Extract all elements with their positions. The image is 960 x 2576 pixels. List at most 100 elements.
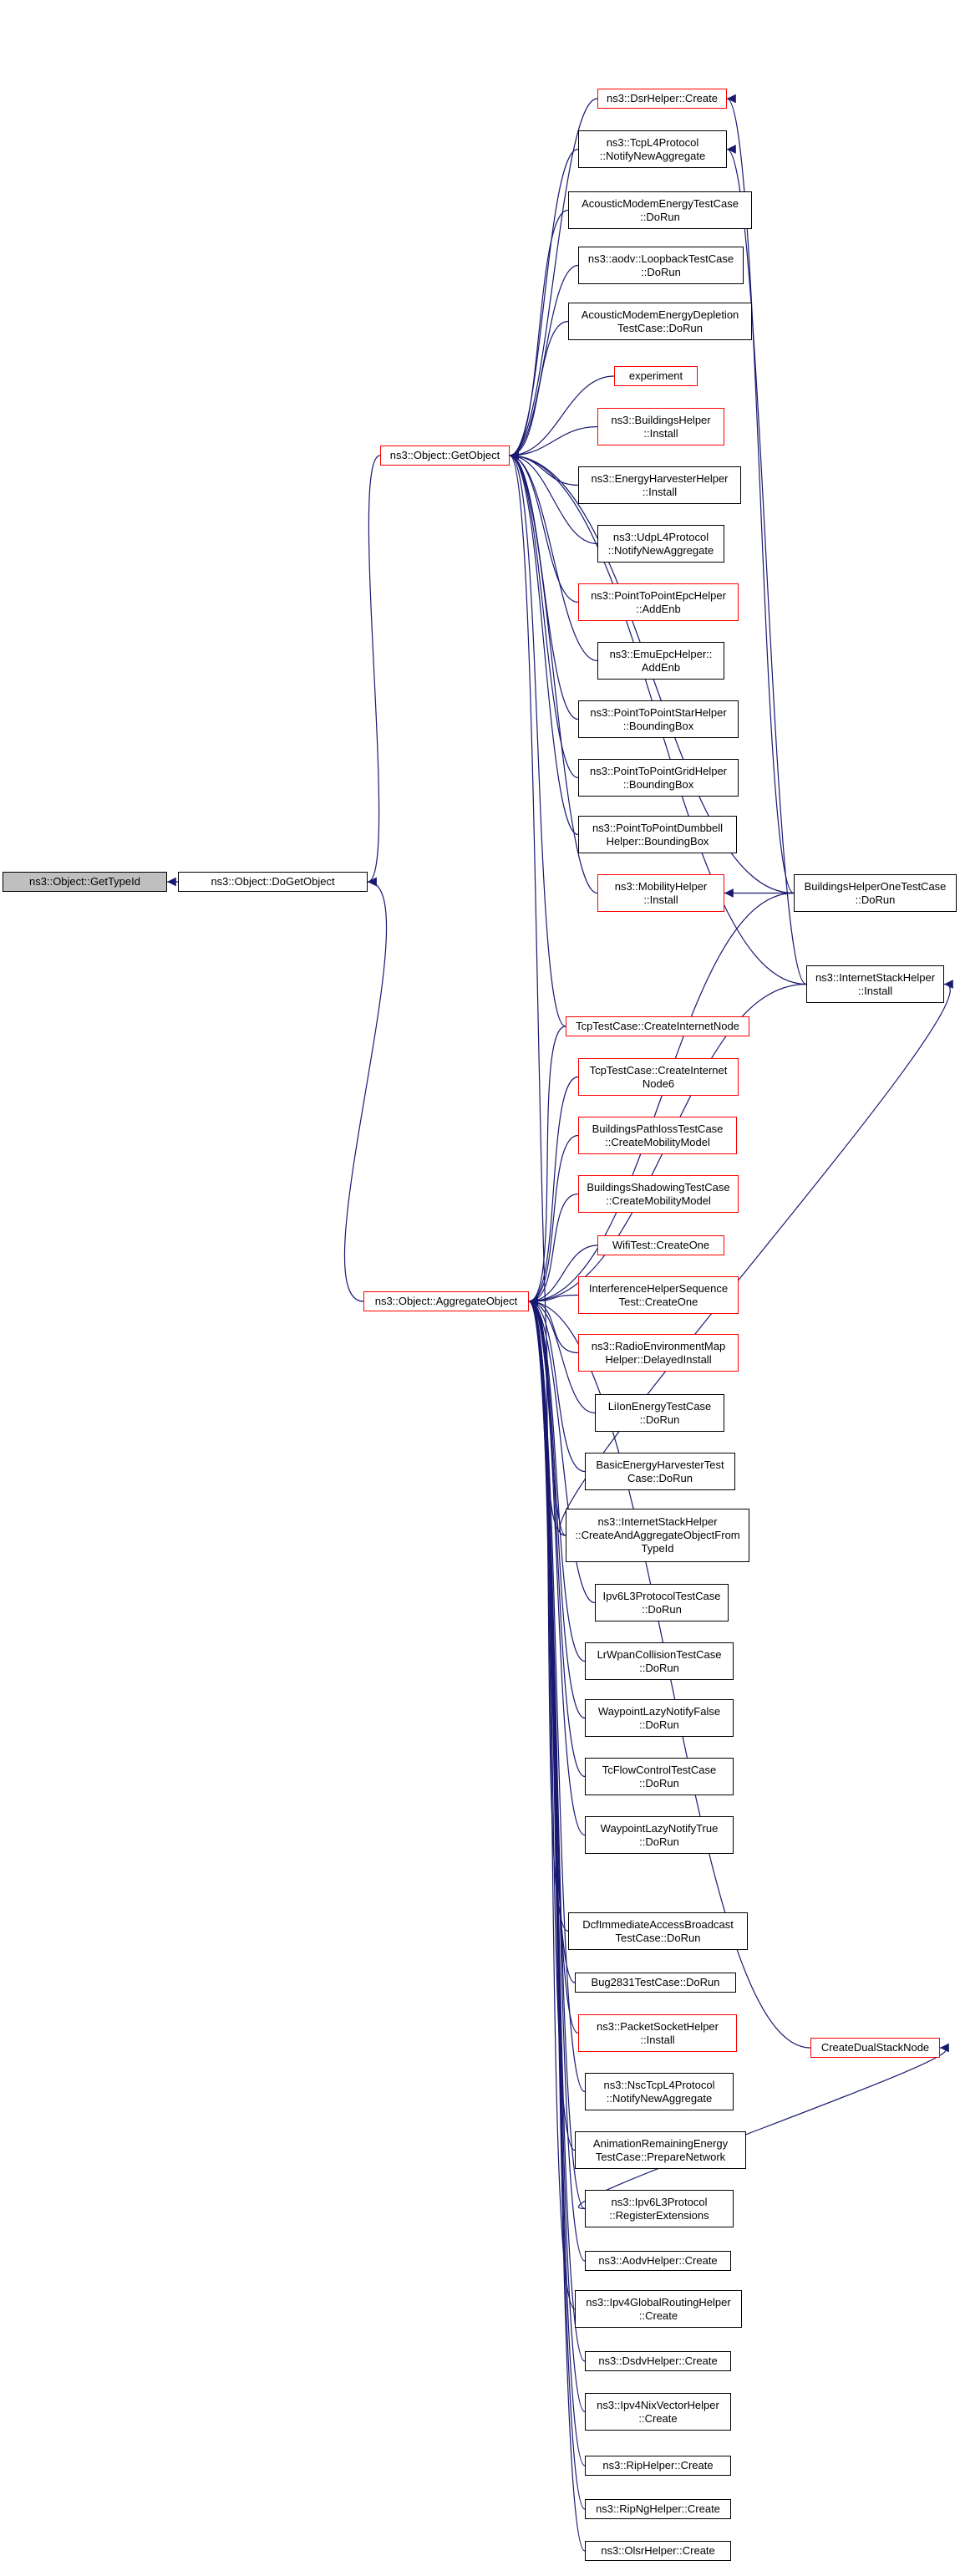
node-p2pstar[interactable]: ns3::PointToPointStarHelper::BoundingBox <box>578 700 739 738</box>
node-nsctcpl4[interactable]: ns3::NscTcpL4Protocol::NotifyNewAggregat… <box>585 2073 734 2110</box>
node-shadowing[interactable]: BuildingsShadowingTestCase::CreateMobili… <box>578 1175 739 1213</box>
edge-ipv6l3register-to-createdualstack <box>577 2043 949 2210</box>
edge-p2pdumbbell-to-getobject <box>509 451 579 836</box>
edge-waypointtrue-to-aggregateobject <box>528 1296 586 1836</box>
node-label-line: ns3::InternetStackHelper <box>597 1515 718 1528</box>
node-ripnghelper[interactable]: ns3::RipNgHelper::Create <box>585 2499 731 2519</box>
node-label-line: experiment <box>628 369 683 382</box>
node-ipv6l3test[interactable]: Ipv6L3ProtocolTestCase::DoRun <box>595 1584 729 1621</box>
edge-dsrhelper-to-getobject <box>509 98 598 461</box>
node-buildingshelper[interactable]: ns3::BuildingsHelper::Install <box>597 408 724 445</box>
edge-shadowing-to-aggregateobject <box>528 1193 579 1306</box>
node-label-line: ::Create <box>638 2309 678 2322</box>
edge-loop-buildingsonetest <box>726 94 795 894</box>
node-tcflow[interactable]: TcFlowControlTestCase::DoRun <box>585 1758 734 1795</box>
node-bug2831[interactable]: Bug2831TestCase::DoRun <box>575 1973 736 1993</box>
node-p2pepc[interactable]: ns3::PointToPointEpcHelper::AddEnb <box>578 583 739 621</box>
node-lrwpan[interactable]: LrWpanCollisionTestCase::DoRun <box>585 1642 734 1680</box>
node-label-line: ::BoundingBox <box>622 777 694 791</box>
node-label-line: ::DoRun <box>855 893 896 906</box>
node-label-line: ns3::RipHelper::Create <box>602 2459 714 2472</box>
node-tcpl4[interactable]: ns3::TcpL4Protocol::NotifyNewAggregate <box>578 130 727 168</box>
node-label-line: ns3::PacketSocketHelper <box>597 2019 719 2033</box>
node-createdualstack[interactable]: CreateDualStackNode <box>810 2038 940 2058</box>
node-label-line: ns3::aodv::LoopbackTestCase <box>587 252 734 265</box>
node-label-line: ns3::Ipv4GlobalRoutingHelper <box>586 2295 731 2309</box>
node-label-line: ns3::EnergyHarvesterHelper <box>591 471 729 485</box>
node-label-line: Test::CreateOne <box>618 1295 698 1308</box>
node-experiment[interactable]: experiment <box>614 366 698 386</box>
node-aodvhelper[interactable]: ns3::AodvHelper::Create <box>585 2251 731 2271</box>
node-mobilityhelper[interactable]: ns3::MobilityHelper::Install <box>597 874 724 912</box>
node-getobject[interactable]: ns3::Object::GetObject <box>380 445 510 466</box>
node-label-line: ::AddEnb <box>636 602 681 615</box>
edge-experiment-to-getobject <box>509 375 615 461</box>
node-emuepc[interactable]: ns3::EmuEpcHelper::AddEnb <box>597 642 724 680</box>
node-pathloss[interactable]: BuildingsPathlossTestCase::CreateMobilit… <box>578 1117 737 1154</box>
node-createandaggregate[interactable]: ns3::InternetStackHelper::CreateAndAggre… <box>566 1509 749 1562</box>
node-label-line: ::Install <box>643 426 678 440</box>
node-label-line: ::Install <box>643 893 678 906</box>
edge-emuepc-to-getobject <box>509 451 598 662</box>
node-label-line: ns3::EmuEpcHelper:: <box>609 647 713 660</box>
node-wifitest[interactable]: WifiTest::CreateOne <box>597 1235 724 1255</box>
node-udpl4[interactable]: ns3::UdpL4Protocol::NotifyNewAggregate <box>597 525 724 563</box>
edge-aodvhelper-to-aggregateobject <box>528 1296 586 2262</box>
node-packetsocket[interactable]: ns3::PacketSocketHelper::Install <box>578 2014 737 2052</box>
node-label-line: ns3::NscTcpL4Protocol <box>603 2078 715 2091</box>
edge-waypointfalse-to-aggregateobject <box>528 1296 586 1719</box>
node-label-line: WaypointLazyNotifyTrue <box>600 1821 719 1835</box>
node-label-line: ns3::BuildingsHelper <box>611 413 711 426</box>
node-riphelper[interactable]: ns3::RipHelper::Create <box>585 2456 731 2476</box>
node-label-line: TcFlowControlTestCase <box>602 1763 717 1776</box>
node-label-line: Bug2831TestCase::DoRun <box>591 1976 720 1988</box>
node-label-line: ns3::Object::AggregateObject <box>374 1295 518 1307</box>
node-label-line: ::NotifyNewAggregate <box>599 149 706 162</box>
node-aggregateobject[interactable]: ns3::Object::AggregateObject <box>363 1291 529 1311</box>
node-label-line: ::DoRun <box>639 1661 679 1674</box>
node-label-line: ::DoRun <box>642 1602 682 1616</box>
node-energyharvester[interactable]: ns3::EnergyHarvesterHelper::Install <box>578 466 741 504</box>
node-liion[interactable]: LiIonEnergyTestCase::DoRun <box>595 1394 724 1432</box>
node-dsrhelper[interactable]: ns3::DsrHelper::Create <box>597 89 727 109</box>
node-p2pgrid[interactable]: ns3::PointToPointGridHelper::BoundingBox <box>578 759 739 797</box>
node-dogetobject[interactable]: ns3::Object::DoGetObject <box>178 872 368 892</box>
node-label-line: ns3::UdpL4Protocol <box>612 530 709 543</box>
node-dsdvhelper[interactable]: ns3::DsdvHelper::Create <box>585 2351 731 2371</box>
node-internetstackinstall[interactable]: ns3::InternetStackHelper::Install <box>806 965 944 1003</box>
node-ipv4nix[interactable]: ns3::Ipv4NixVectorHelper::Create <box>585 2393 731 2431</box>
node-label-line: ns3::TcpL4Protocol <box>606 135 699 149</box>
node-ipv6l3register[interactable]: ns3::Ipv6L3Protocol::RegisterExtensions <box>585 2190 734 2227</box>
node-buildingsonetest[interactable]: BuildingsHelperOneTestCase::DoRun <box>794 874 957 912</box>
node-label-line: ::RegisterExtensions <box>609 2208 709 2222</box>
node-ipv4global[interactable]: ns3::Ipv4GlobalRoutingHelper::Create <box>575 2290 742 2328</box>
node-label-line: BasicEnergyHarvesterTest <box>596 1458 724 1471</box>
node-olsrhelper[interactable]: ns3::OlsrHelper::Create <box>585 2541 731 2561</box>
node-label-line: ::CreateMobilityModel <box>606 1194 711 1207</box>
node-waypointfalse[interactable]: WaypointLazyNotifyFalse::DoRun <box>585 1699 734 1737</box>
node-label-line: AnimationRemainingEnergy <box>592 2136 729 2150</box>
node-aodvloopback[interactable]: ns3::aodv::LoopbackTestCase::DoRun <box>578 247 744 284</box>
edge-wifitest-to-aggregateobject <box>528 1245 598 1306</box>
edge-olsrhelper-to-aggregateobject <box>528 1297 586 2552</box>
node-acousticmodem[interactable]: AcousticModemEnergyTestCase::DoRun <box>568 191 752 229</box>
node-label-line: ns3::PointToPointDumbbell <box>592 821 724 834</box>
node-gettypeid: ns3::Object::GetTypeId <box>3 872 167 892</box>
edge-pathloss-to-aggregateobject <box>528 1134 579 1306</box>
node-label-line: InterferenceHelperSequence <box>588 1281 729 1295</box>
node-label-line: BuildingsPathlossTestCase <box>592 1122 724 1135</box>
node-tcpcreate[interactable]: TcpTestCase::CreateInternetNode <box>566 1016 749 1036</box>
node-label-line: ns3::Object::GetTypeId <box>29 875 140 888</box>
node-label-line: TestCase::DoRun <box>615 1931 701 1944</box>
node-waypointtrue[interactable]: WaypointLazyNotifyTrue::DoRun <box>585 1816 734 1854</box>
